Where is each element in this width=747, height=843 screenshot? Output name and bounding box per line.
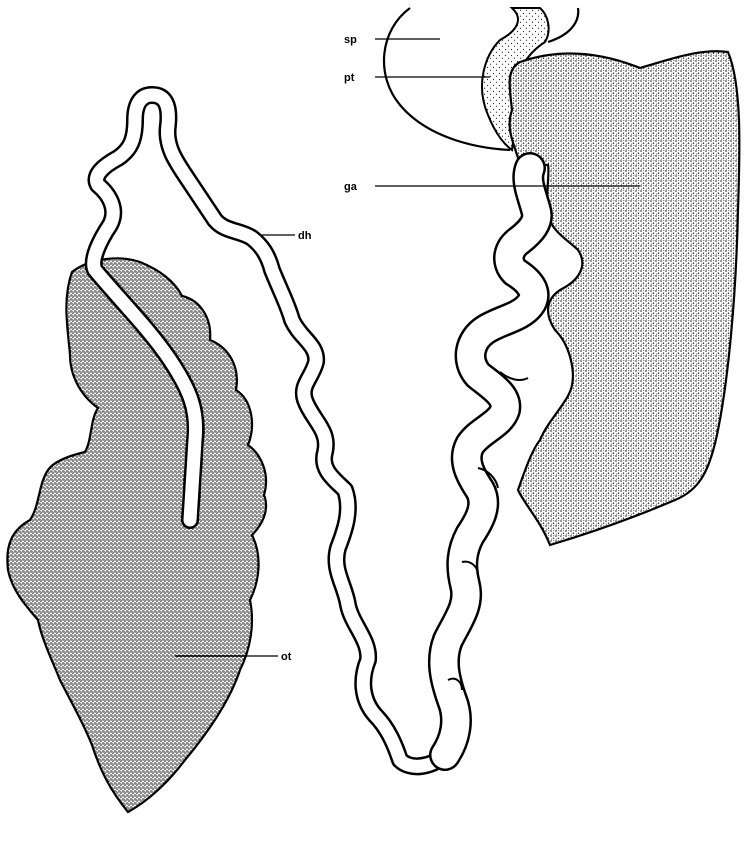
convoluted-duct-right — [444, 168, 537, 755]
label-dh: dh — [298, 230, 312, 242]
label-sp: sp — [344, 34, 357, 46]
label-ot: ot — [281, 651, 292, 663]
label-ga: ga — [344, 181, 358, 193]
ovotestis-ot — [7, 258, 266, 812]
sperm-pouch-right-edge — [548, 8, 578, 42]
label-pt: pt — [344, 72, 355, 84]
